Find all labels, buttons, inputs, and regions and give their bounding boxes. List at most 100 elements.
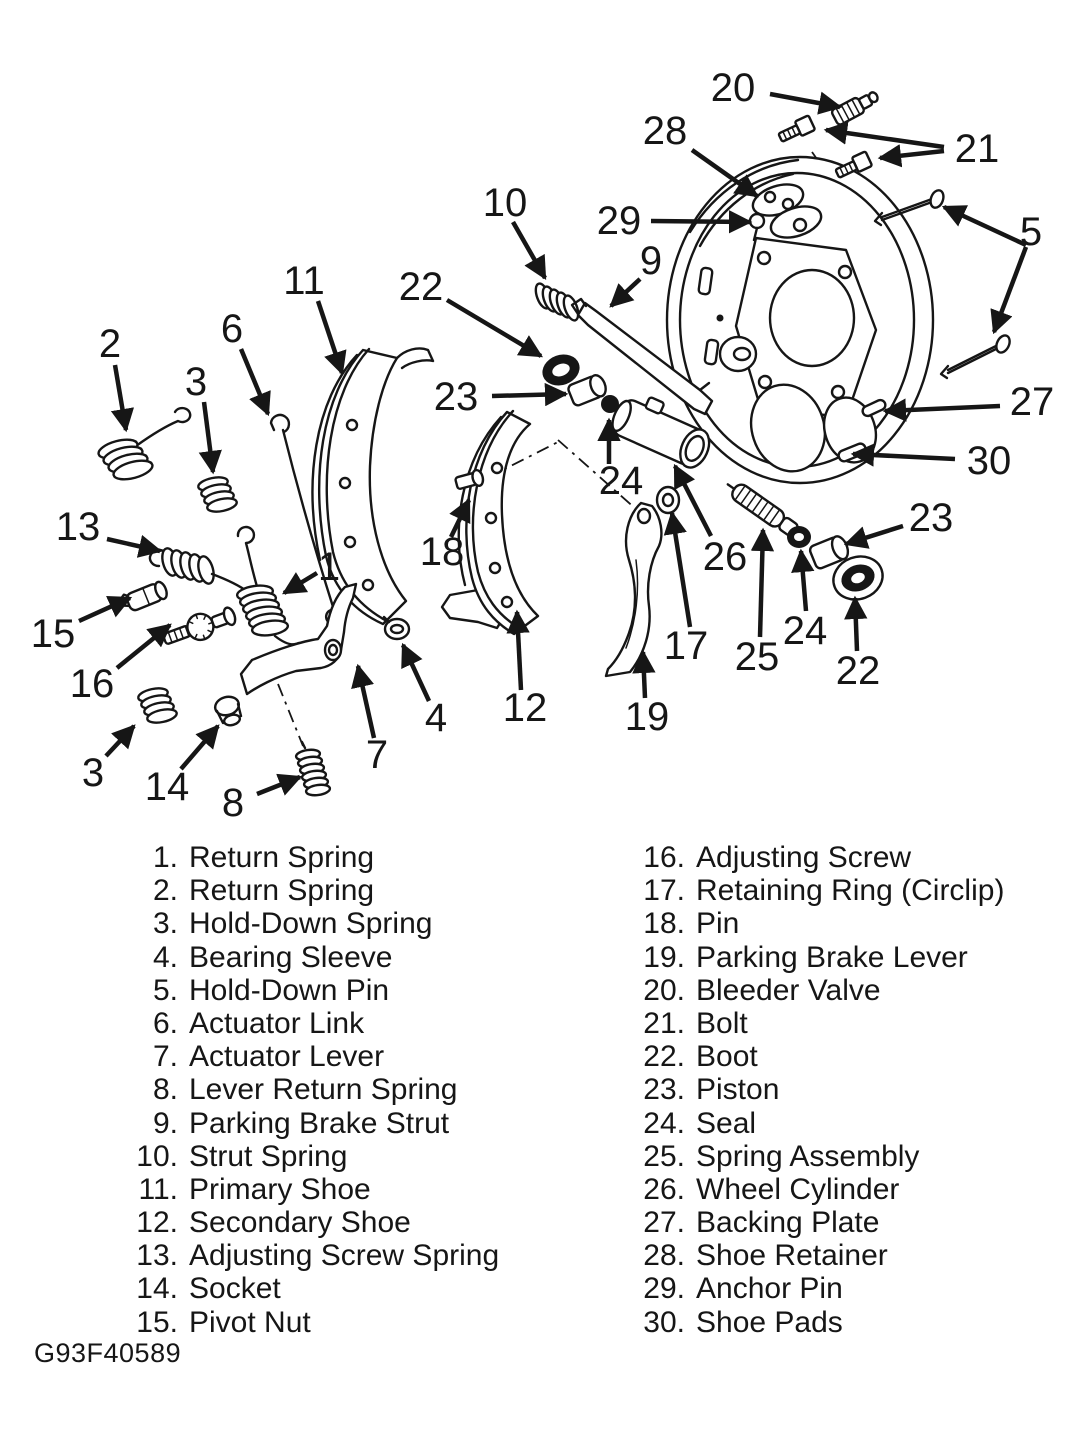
callout-arrow xyxy=(106,534,163,558)
callout-number: 11 xyxy=(283,259,325,303)
callout-arrow xyxy=(110,364,135,433)
figure-code: G93F40589 xyxy=(34,1338,182,1368)
legend-item-number: 6. xyxy=(152,1006,178,1040)
callout-arrow xyxy=(238,348,271,417)
part-seal-b xyxy=(787,526,811,548)
part-secondary-shoe xyxy=(440,409,540,636)
callout-27: 27 xyxy=(882,380,1054,424)
callout-arrow xyxy=(990,246,1029,335)
callout-number: 28 xyxy=(643,109,688,153)
legend-item-number: 22. xyxy=(643,1040,685,1074)
legend-item: 13.Adjusting Screw Spring xyxy=(126,1239,499,1272)
legend-item: 2.Return Spring xyxy=(126,874,499,907)
legend-item: 5.Hold-Down Pin xyxy=(126,974,499,1007)
legend-item: 7.Actuator Lever xyxy=(126,1040,499,1073)
callout-arrow xyxy=(506,609,530,691)
callout-arrow xyxy=(690,148,759,198)
legend-item-text: Parking Brake Lever xyxy=(696,940,968,974)
legend-item-text: Lever Return Spring xyxy=(189,1073,458,1107)
callout-number: 17 xyxy=(664,624,709,668)
callout-5: 5 xyxy=(941,204,1042,335)
legend-item: 24.Seal xyxy=(633,1107,1004,1140)
legend-item: 28. Shoe Retainer xyxy=(633,1239,1004,1272)
callout-arrow xyxy=(256,773,303,797)
legend-item-text: Piston xyxy=(696,1073,780,1107)
legend-item-text: Bearing Sleeve xyxy=(189,940,393,974)
part-hold-down-spring-a xyxy=(197,476,238,513)
legend-item-text: Wheel Cylinder xyxy=(696,1172,900,1206)
callout-25: 25 xyxy=(735,527,779,679)
part-boot-a xyxy=(542,354,580,386)
part-spring-assembly xyxy=(726,483,799,537)
callout-number: 2 xyxy=(99,322,121,366)
callout-26: 26 xyxy=(672,463,748,579)
legend-item-text: Anchor Pin xyxy=(696,1272,843,1306)
callout-21: 21 xyxy=(823,121,999,171)
part-strut-spring xyxy=(534,282,580,322)
part-wheel-cylinder xyxy=(611,396,711,469)
legend-item-number: 3. xyxy=(152,907,178,941)
legend-item: 9.Parking Brake Strut xyxy=(126,1107,499,1140)
callout-22: 22 xyxy=(399,265,544,358)
callout-arrow xyxy=(850,443,956,467)
legend-item-number: 26. xyxy=(643,1172,685,1206)
legend-item-text: Shoe Retainer xyxy=(696,1239,888,1273)
legend-item: 23. Piston xyxy=(633,1073,1004,1106)
legend-item-number: 9. xyxy=(152,1106,178,1140)
legend-item-number: 20. xyxy=(643,973,685,1007)
legend-item: 22.Boot xyxy=(633,1040,1004,1073)
legend-item-text: Bleeder Valve xyxy=(696,973,881,1007)
legend-item-number: 13. xyxy=(136,1239,178,1273)
callout-arrow xyxy=(750,527,775,638)
legend-item-number: 27. xyxy=(643,1206,685,1240)
callout-number: 8 xyxy=(222,781,244,825)
legend-item-number: 4. xyxy=(152,940,178,974)
callout-3: 3 xyxy=(82,724,136,795)
callout-number: 16 xyxy=(70,662,115,706)
callout-3: 3 xyxy=(185,360,222,475)
callout-number: 30 xyxy=(967,439,1012,483)
callout-number: 7 xyxy=(366,733,388,777)
part-retaining-ring xyxy=(655,485,681,515)
legend-item: 26. Wheel Cylinder xyxy=(633,1173,1004,1206)
callout-23: 23 xyxy=(434,375,569,419)
legend-item-number: 28. xyxy=(643,1239,685,1273)
callout-20: 20 xyxy=(711,66,843,115)
legend-item: 16.Adjusting Screw xyxy=(633,841,1004,874)
callout-arrow xyxy=(882,398,1001,422)
legend-item-text: Pin xyxy=(696,907,740,941)
legend-item: 15.Pivot Nut xyxy=(126,1306,499,1339)
callout-14: 14 xyxy=(145,724,220,809)
legend-item-number: 18. xyxy=(643,907,685,941)
part-bolt-a xyxy=(777,114,816,143)
legend-item-number: 10. xyxy=(136,1139,178,1173)
callout-2: 2 xyxy=(99,322,135,433)
callout-13: 13 xyxy=(56,505,163,558)
callout-22: 22 xyxy=(836,595,880,693)
callout-number: 9 xyxy=(640,239,662,283)
part-pin xyxy=(454,468,485,490)
callout-30: 30 xyxy=(850,439,1012,483)
callout-arrow xyxy=(632,649,656,699)
part-backing-plate xyxy=(665,155,935,485)
callout-arrow xyxy=(844,595,868,652)
part-adjusting-screw xyxy=(162,606,237,645)
callout-arrow xyxy=(351,663,377,739)
legend-item-number: 23. xyxy=(643,1073,685,1107)
callout-8: 8 xyxy=(222,773,303,825)
legend-item-number: 14. xyxy=(136,1272,178,1306)
legend-item: 4. Bearing Sleeve xyxy=(126,941,499,974)
callout-arrow xyxy=(941,204,1027,248)
legend-item-number: 11. xyxy=(138,1172,178,1206)
part-return-spring-1 xyxy=(235,525,306,652)
legend-item-number: 2. xyxy=(152,874,178,908)
callout-18: 18 xyxy=(420,497,472,574)
callout-number: 26 xyxy=(703,535,748,579)
legend-item-number: 17. xyxy=(643,874,685,908)
callout-arrow xyxy=(491,382,569,407)
legend-item: 20. Bleeder Valve xyxy=(633,974,1004,1007)
callout-number: 6 xyxy=(221,307,243,351)
legend-item: 19.Parking Brake Lever xyxy=(633,941,1004,974)
